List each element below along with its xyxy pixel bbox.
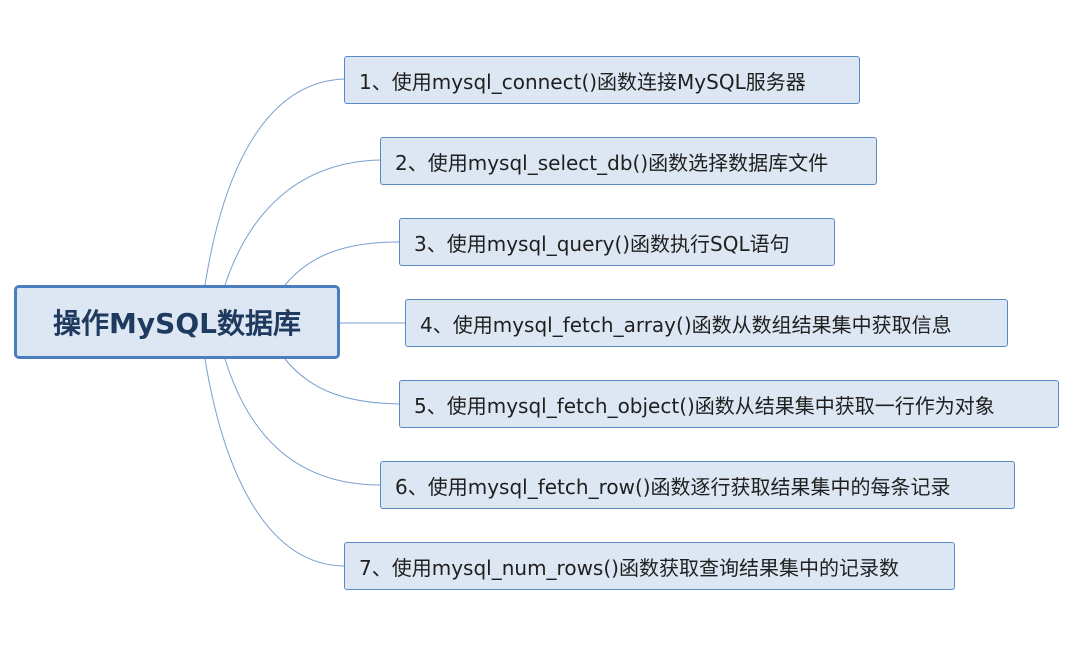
branch-topic-5[interactable]: 5、使用mysql_fetch_object()函数从结果集中获取一行作为对象 [399, 380, 1059, 428]
branch-topic-3[interactable]: 3、使用mysql_query()函数执行SQL语句 [399, 218, 835, 266]
branch-topic-label: 1、使用mysql_connect()函数连接MySQL服务器 [359, 69, 806, 94]
root-topic-label: 操作MySQL数据库 [53, 307, 301, 340]
branch-topic-7[interactable]: 7、使用mysql_num_rows()函数获取查询结果集中的记录数 [344, 542, 955, 590]
connector-6 [224, 358, 381, 486]
branch-topic-label: 6、使用mysql_fetch_row()函数逐行获取结果集中的每条记录 [395, 474, 951, 499]
connector-1 [204, 78, 345, 286]
branch-topic-label: 3、使用mysql_query()函数执行SQL语句 [414, 231, 790, 256]
connector-5 [284, 358, 400, 405]
branch-topic-label: 5、使用mysql_fetch_object()函数从结果集中获取一行作为对象 [414, 393, 995, 418]
branch-topic-2[interactable]: 2、使用mysql_select_db()函数选择数据库文件 [380, 137, 877, 185]
connector-3 [284, 241, 400, 286]
root-topic[interactable]: 操作MySQL数据库 [14, 285, 340, 359]
branch-topic-4[interactable]: 4、使用mysql_fetch_array()函数从数组结果集中获取信息 [405, 299, 1008, 347]
connector-7 [204, 358, 345, 567]
branch-topic-1[interactable]: 1、使用mysql_connect()函数连接MySQL服务器 [344, 56, 860, 104]
branch-topic-6[interactable]: 6、使用mysql_fetch_row()函数逐行获取结果集中的每条记录 [380, 461, 1015, 509]
connector-2 [224, 159, 381, 286]
branch-topic-label: 2、使用mysql_select_db()函数选择数据库文件 [395, 150, 829, 175]
branch-topic-label: 4、使用mysql_fetch_array()函数从数组结果集中获取信息 [420, 312, 952, 337]
branch-topic-label: 7、使用mysql_num_rows()函数获取查询结果集中的记录数 [359, 555, 899, 580]
